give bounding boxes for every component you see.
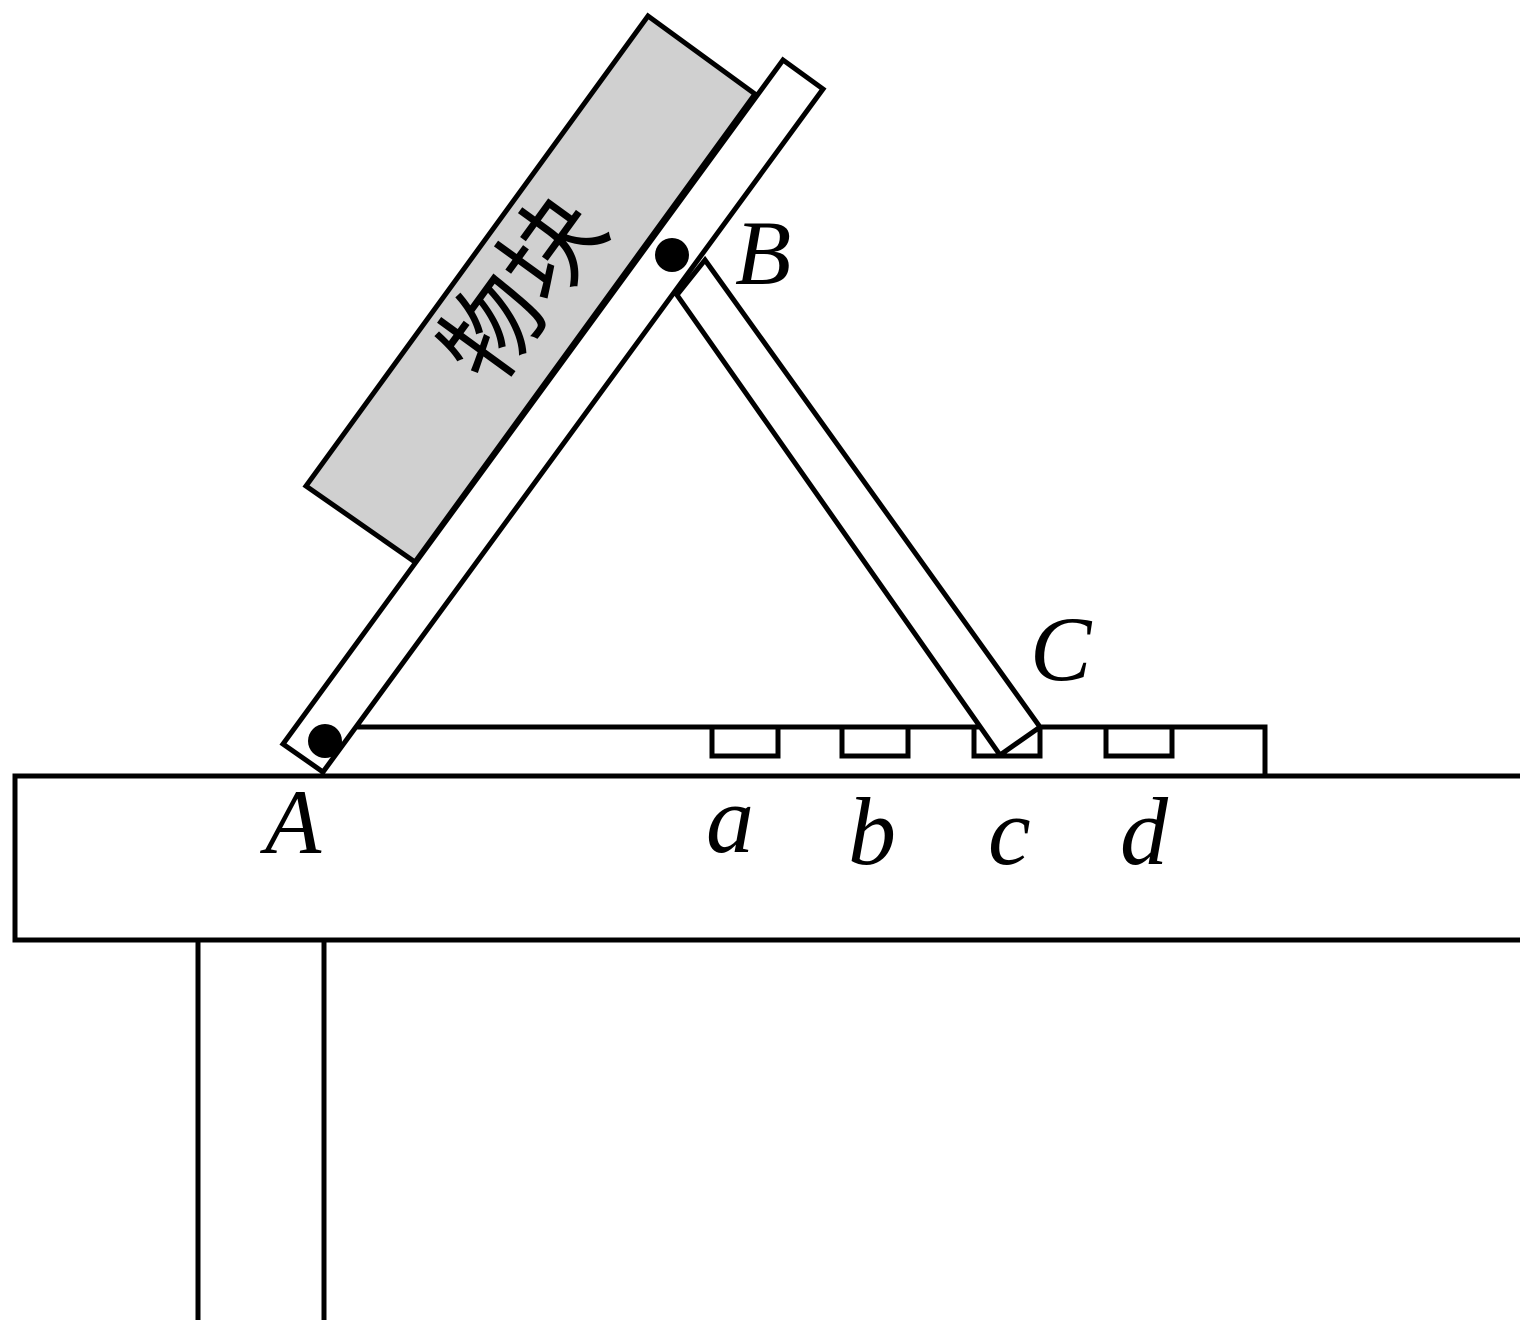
label-slot-b: b <box>848 778 896 885</box>
support-rod-bc <box>673 255 1044 759</box>
hinge-a-icon <box>308 724 342 758</box>
label-slot-d: d <box>1120 778 1169 885</box>
label-point-c: C <box>1030 598 1093 700</box>
slot-d <box>1103 724 1175 759</box>
label-point-b: B <box>735 202 791 304</box>
base-rail <box>325 724 1268 776</box>
label-slot-c: c <box>988 778 1031 885</box>
slot-a <box>709 724 781 759</box>
label-point-a: A <box>259 771 322 873</box>
table-leg <box>195 940 327 1320</box>
label-slot-a: a <box>706 766 754 873</box>
table-top <box>12 773 1520 943</box>
hinge-b-icon <box>655 238 689 272</box>
plank-ab <box>279 56 827 776</box>
slot-b <box>839 724 911 759</box>
